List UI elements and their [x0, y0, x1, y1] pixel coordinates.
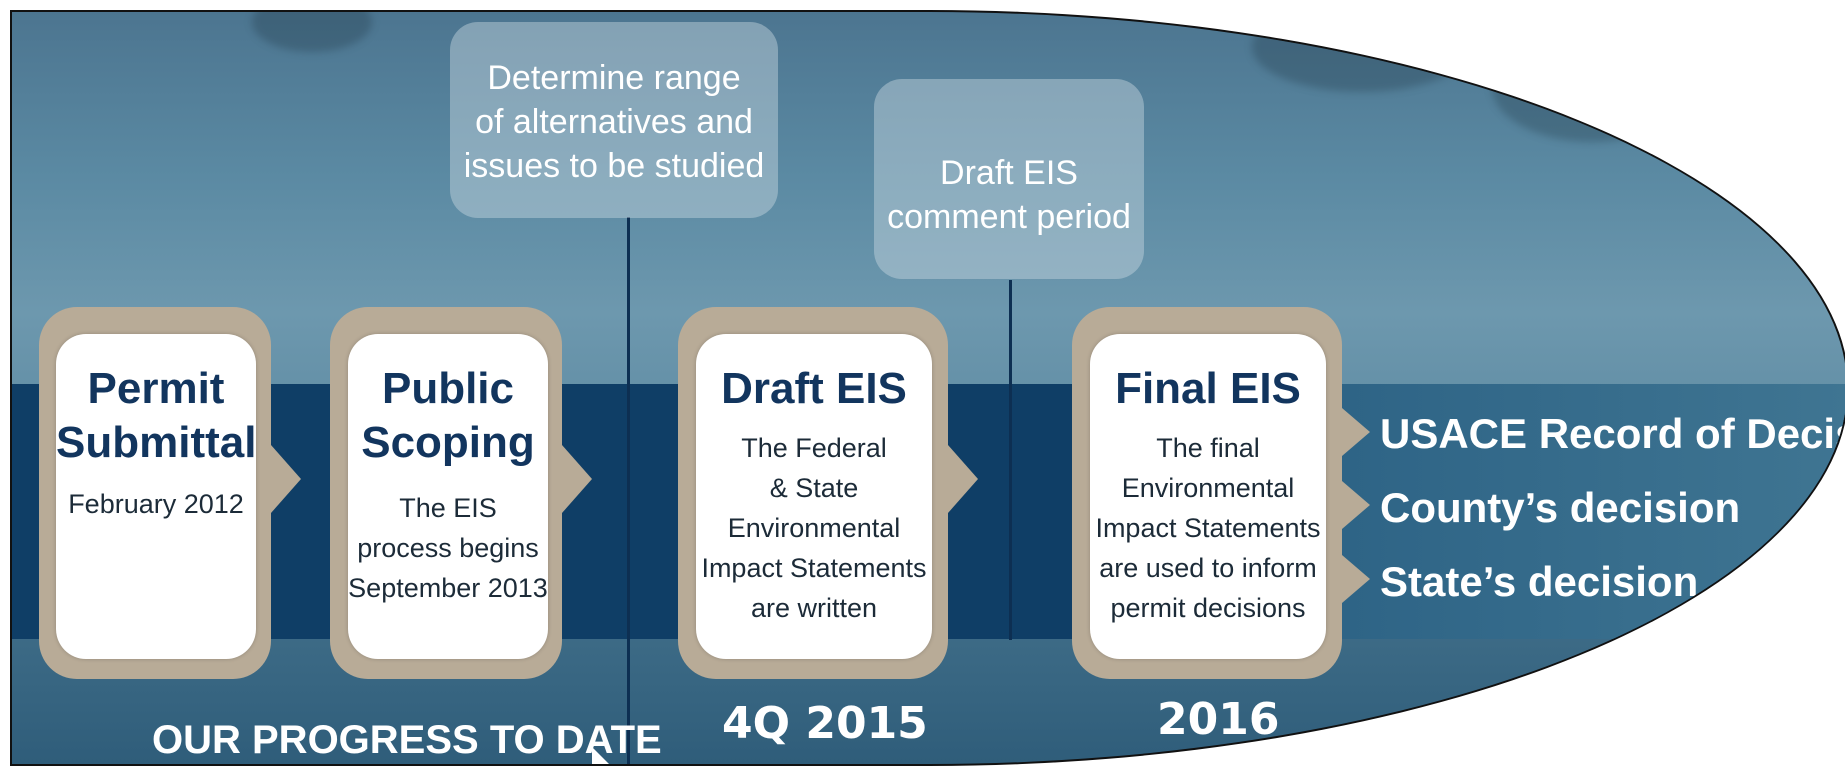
- arrow-right-icon: [1342, 481, 1370, 529]
- card-draft-eis: Draft EIS The Federal & State Environmen…: [696, 334, 932, 659]
- card-desc-line: permit decisions: [1110, 593, 1306, 623]
- date-draft-eis: 4Q 2015: [722, 698, 928, 749]
- card-desc-line: The Federal: [741, 433, 887, 463]
- milestone-divider: [1009, 280, 1012, 640]
- card-desc: The EIS process begins September 2013: [348, 488, 548, 608]
- card-title-line: Public: [381, 364, 515, 413]
- arrow-right-icon: [271, 445, 301, 513]
- card-title-line: Scoping: [361, 418, 535, 467]
- card-desc-line: Environmental: [727, 513, 901, 543]
- arrow-right-icon: [1342, 408, 1370, 456]
- tree-reflection: [1492, 32, 1692, 142]
- arrow-right-icon: [1342, 555, 1370, 603]
- card-desc-line: September 2013: [348, 573, 548, 603]
- arrow-right-icon: [948, 445, 978, 513]
- bubble-line: comment period: [887, 198, 1131, 236]
- scoping-bubble: Determine range of alternatives and issu…: [450, 22, 778, 218]
- comment-bubble: Draft EIS comment period: [874, 79, 1144, 279]
- card-permit-submittal: Permit Submittal February 2012: [56, 334, 256, 659]
- card-public-scoping: Public Scoping The EIS process begins Se…: [348, 334, 548, 659]
- bubble-line: of alternatives and: [475, 103, 753, 141]
- tree-reflection: [1252, 12, 1472, 92]
- card-title-line: Draft EIS: [721, 364, 907, 413]
- timeline-frame: Determine range of alternatives and issu…: [10, 10, 1845, 766]
- outcome-county: County’s decision: [1380, 484, 1741, 531]
- card-desc: The Federal & State Environmental Impact…: [696, 428, 932, 628]
- card-desc-line: Environmental: [1121, 473, 1295, 503]
- outcome-usace: USACE Record of Decision: [1380, 410, 1845, 457]
- card-desc-line: The final: [1156, 433, 1260, 463]
- card-title: Public Scoping: [348, 362, 548, 470]
- bubble-line: Determine range: [487, 59, 741, 97]
- arrow-right-icon: [562, 445, 592, 513]
- card-desc-line: are written: [750, 593, 878, 623]
- card-title-line: Final EIS: [1115, 364, 1301, 413]
- card-title: Draft EIS: [696, 362, 932, 416]
- date-final-eis: 2016: [1157, 694, 1280, 745]
- card-title: Permit Submittal: [56, 362, 256, 470]
- card-desc-line: The EIS: [399, 493, 497, 523]
- tree-reflection: [252, 12, 372, 52]
- card-desc-line: Impact Statements: [1095, 513, 1321, 543]
- outcome-state: State’s decision: [1380, 558, 1699, 605]
- card-final-eis: Final EIS The final Environmental Impact…: [1090, 334, 1326, 659]
- progress-label: OUR PROGRESS TO DATE: [152, 718, 662, 762]
- bubble-line: Draft EIS: [940, 154, 1078, 192]
- card-title-line: Permit: [87, 364, 225, 413]
- card-title-line: Submittal: [56, 418, 257, 467]
- card-desc-line: February 2012: [68, 489, 244, 519]
- card-title: Final EIS: [1090, 362, 1326, 416]
- card-desc-line: Impact Statements: [701, 553, 927, 583]
- outcome-band: [1342, 384, 1845, 639]
- progress-arrow-icon: [592, 747, 618, 764]
- milestone-divider: [627, 217, 630, 764]
- card-desc: The final Environmental Impact Statement…: [1090, 428, 1326, 628]
- card-desc-line: process begins: [357, 533, 539, 563]
- card-desc-line: & State: [769, 473, 859, 503]
- card-desc-line: are used to inform: [1099, 553, 1317, 583]
- bubble-line: issues to be studied: [463, 147, 765, 185]
- card-desc: February 2012: [56, 484, 256, 524]
